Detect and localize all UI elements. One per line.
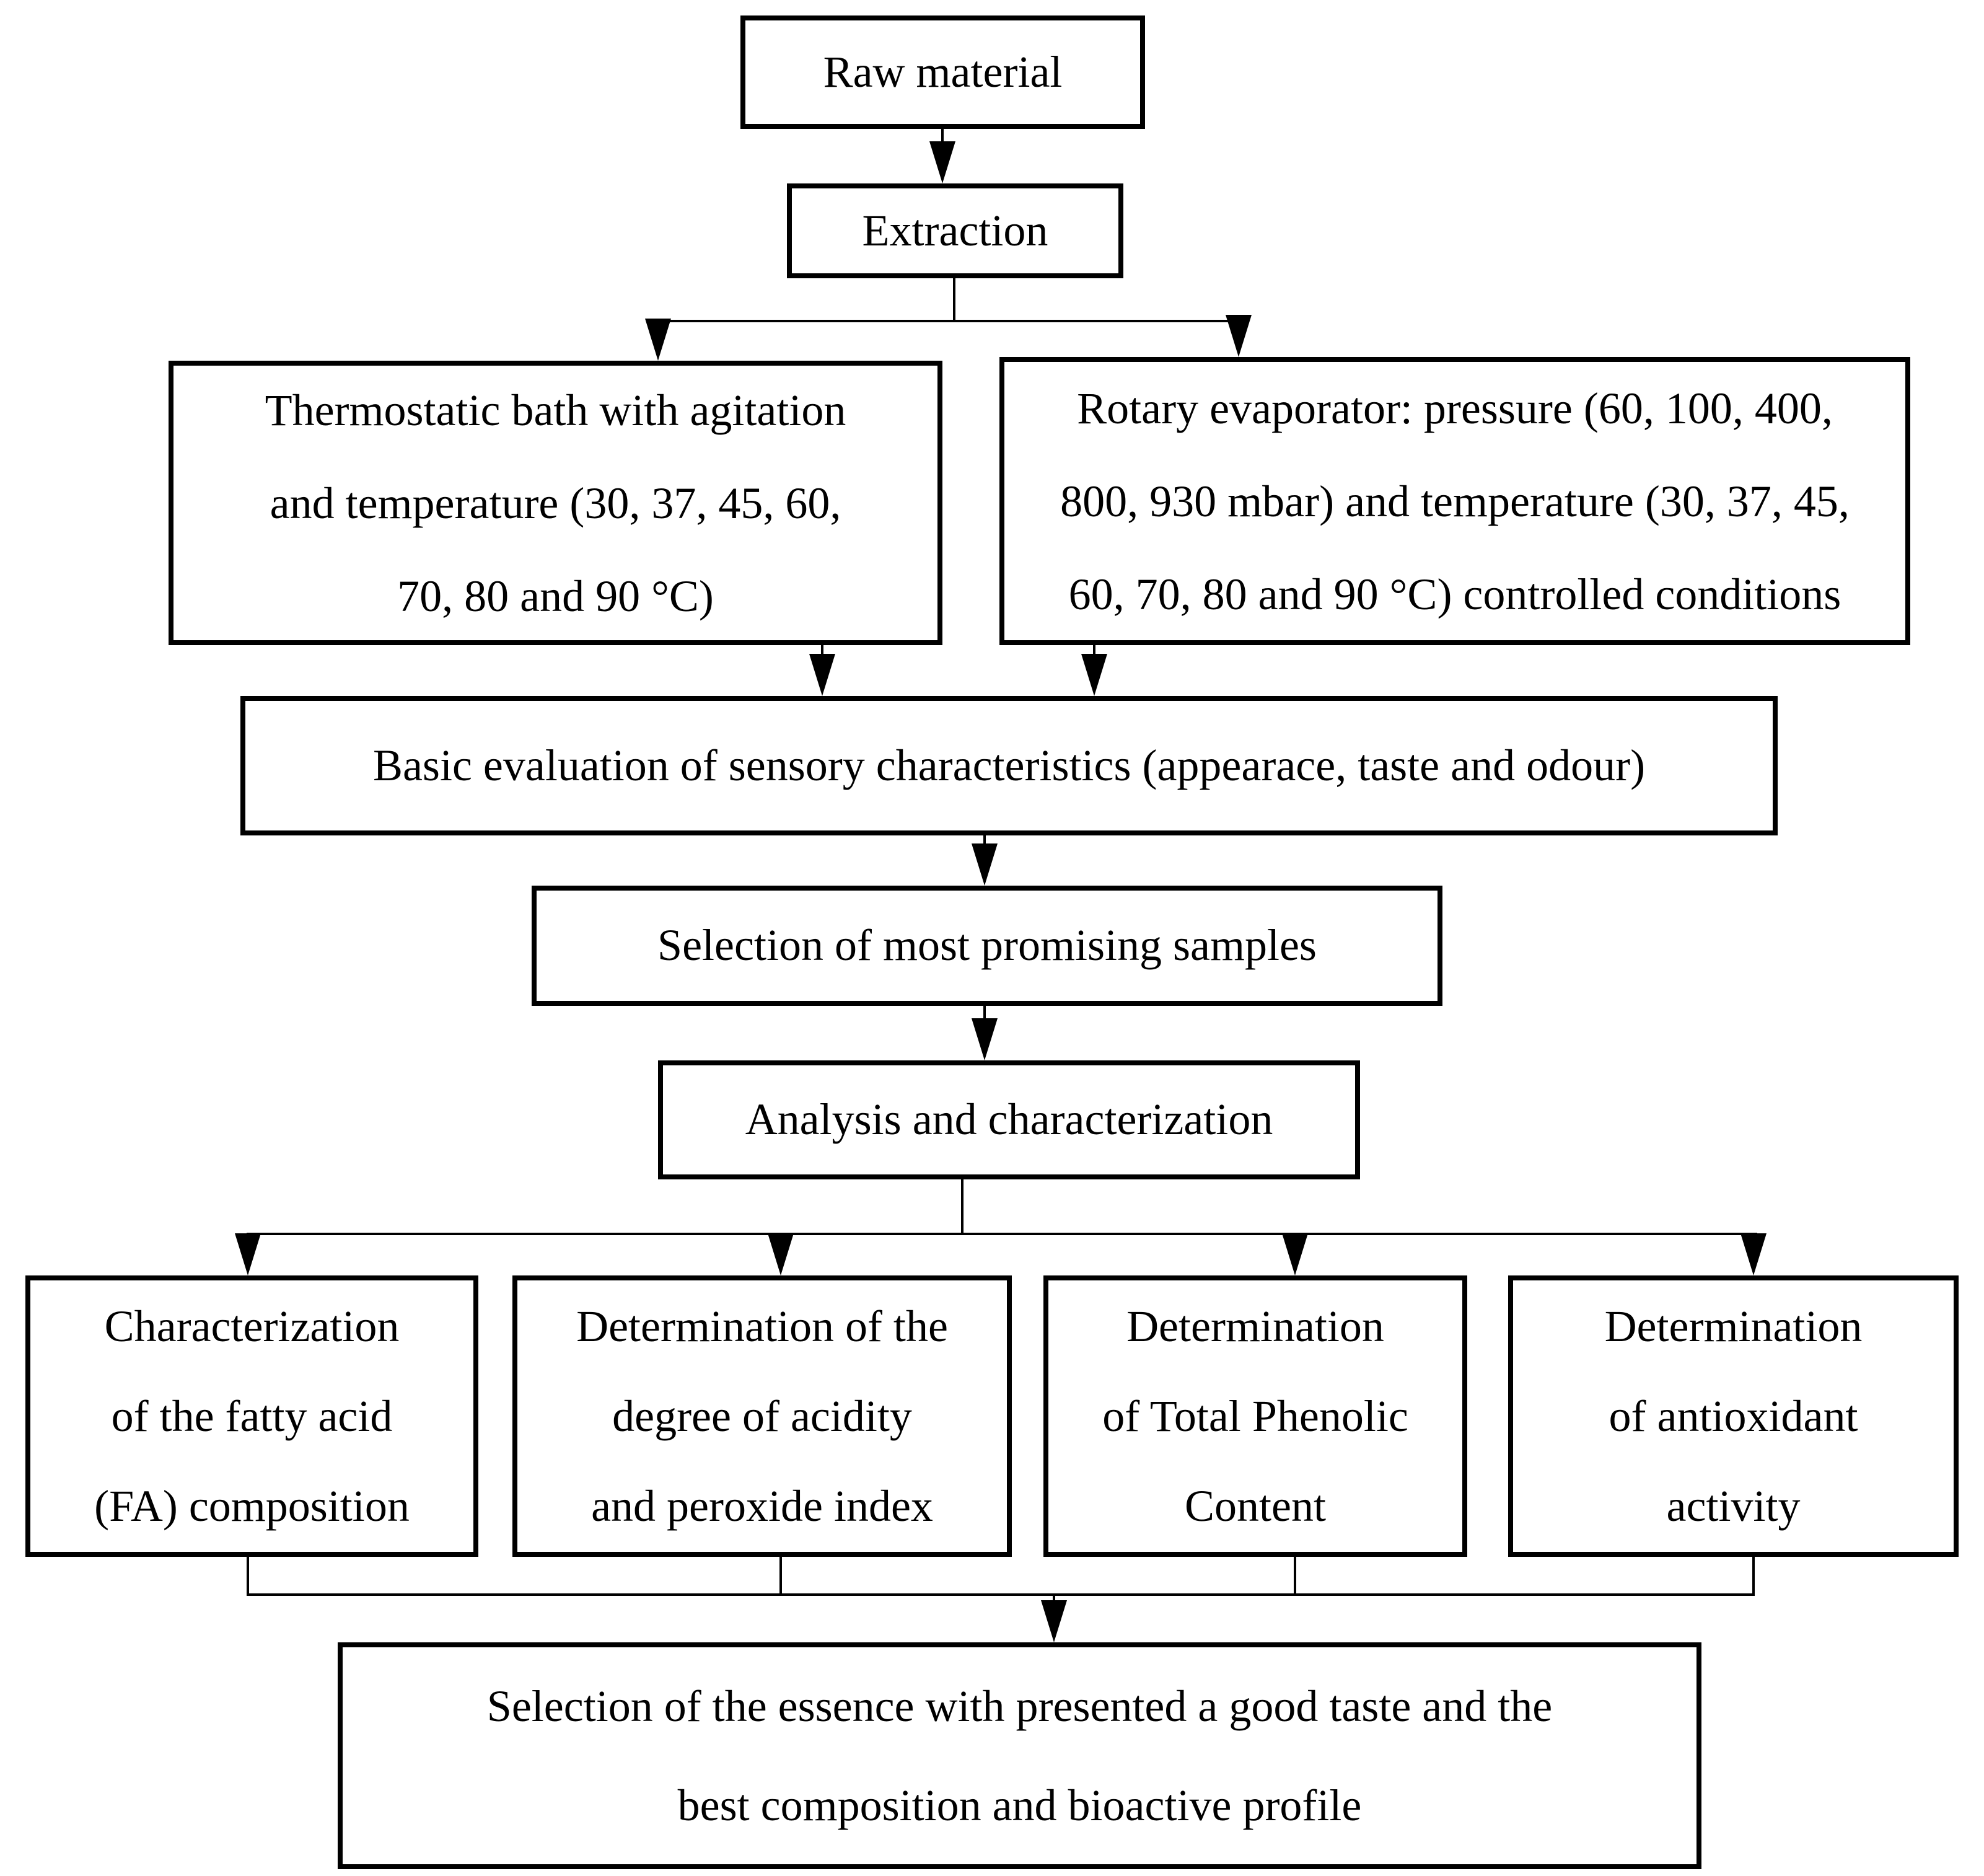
node-phenolic: Determination of Total Phenolic Content [1043, 1275, 1467, 1557]
connector-fatty-acid-merge-stub [247, 1557, 249, 1596]
connector-analysis-split-hline [247, 1233, 1757, 1235]
connector-antioxidant-merge-stub [1752, 1557, 1755, 1596]
node-antioxidant: Determination of antioxidant activity [1508, 1275, 1959, 1557]
arrowhead-raw-extraction [929, 141, 955, 183]
connector-extraction-split-stem [953, 278, 955, 322]
node-thermostatic-bath: Thermostatic bath with agitation and tem… [169, 361, 942, 645]
arrowhead-selection-analysis [972, 1018, 998, 1060]
node-final-selection: Selection of the essence with presented … [338, 1642, 1701, 1869]
connector-extraction-split-hline [657, 320, 1242, 322]
node-acidity: Determination of the degree of acidity a… [512, 1275, 1012, 1557]
arrowhead-analysis-phenolic [1282, 1233, 1308, 1275]
connector-rotary-sensory-stub [1093, 645, 1095, 658]
arrowhead-analysis-antioxidant [1740, 1233, 1767, 1275]
arrowhead-extraction-rotary [1226, 315, 1252, 357]
node-raw-material: Raw material [740, 15, 1145, 129]
connector-merge-final-stub [1053, 1596, 1055, 1603]
arrowhead-extraction-thermostatic [645, 319, 671, 361]
node-fatty-acid: Characterization of the fatty acid (FA) … [25, 1275, 478, 1557]
arrowhead-analysis-acidity [768, 1233, 794, 1275]
arrowhead-thermostatic-sensory [809, 654, 835, 696]
node-sample-selection: Selection of most promising samples [532, 886, 1442, 1006]
connector-sensory-selection-stub [983, 835, 986, 847]
connector-selection-analysis-stub [983, 1006, 986, 1021]
node-rotary-evaporator: Rotary evaporator: pressure (60, 100, 40… [999, 357, 1910, 645]
arrowhead-merge-final [1041, 1600, 1067, 1642]
arrowhead-analysis-fatty-acid [235, 1233, 261, 1275]
arrowhead-sensory-selection [972, 843, 998, 886]
connector-raw-extraction-line [941, 129, 944, 146]
connector-merge-hline [247, 1593, 1755, 1596]
connector-phenolic-merge-stub [1294, 1557, 1296, 1596]
connector-acidity-merge-stub [779, 1557, 782, 1596]
arrowhead-rotary-sensory [1081, 654, 1107, 696]
node-analysis: Analysis and characterization [658, 1060, 1360, 1179]
connector-analysis-split-stem [961, 1179, 963, 1235]
connector-thermostatic-sensory-stub [821, 645, 823, 658]
node-extraction: Extraction [787, 183, 1123, 278]
node-sensory-evaluation: Basic evaluation of sensory characterist… [240, 696, 1778, 835]
